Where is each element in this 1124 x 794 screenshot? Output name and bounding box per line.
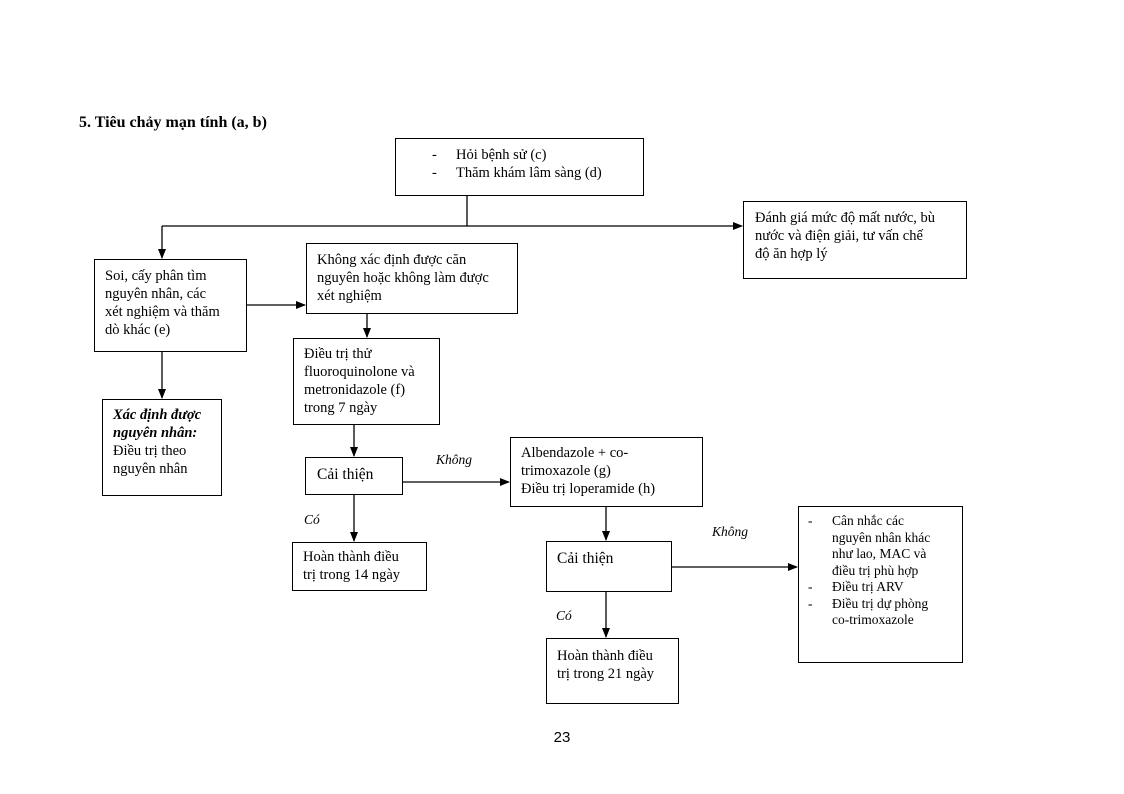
albendazole-line-1: Albendazole + co- <box>521 445 629 461</box>
bullet-dash: - <box>808 579 813 594</box>
improvement-2-label: Cải thiện <box>557 550 614 567</box>
other-3-line-1: Điều trị dự phòng <box>832 595 929 611</box>
complete-21-line-1: Hoàn thành điều <box>557 648 653 664</box>
trial-line-2: fluoroquinolone và <box>304 364 415 380</box>
tests-line-3: xét nghiệm và thăm <box>105 304 220 320</box>
unknown-line-3: xét nghiệm <box>317 288 382 304</box>
other-1-line-3: như lao, MAC và <box>832 546 927 561</box>
node-complete-14-days: Hoàn thành điều trị trong 14 ngày <box>292 542 427 591</box>
tests-line-4: dò khác (e) <box>105 322 171 338</box>
node-complete-21-days: Hoàn thành điều trị trong 21 ngày <box>546 638 679 704</box>
albendazole-line-2: trimoxazole (g) <box>521 463 611 479</box>
node-improvement-2: Cải thiện <box>546 541 672 592</box>
cause-found-title-2: nguyên nhân: <box>113 425 198 441</box>
unknown-line-2: nguyên hoặc không làm được <box>317 270 489 286</box>
tests-line-1: Soi, cấy phân tìm <box>105 268 207 284</box>
step-history: Hỏi bệnh sử (c) <box>456 147 547 163</box>
complete-21-line-2: trị trong 21 ngày <box>557 666 655 682</box>
albendazole-line-3: Điều trị loperamide (h) <box>521 481 656 497</box>
node-trial-therapy: Điều trị thử fluoroquinolone và metronid… <box>293 338 440 425</box>
step-exam: Thăm khám lâm sàng (d) <box>456 165 602 181</box>
rehydration-line-3: độ ăn hợp lý <box>755 246 828 262</box>
node-albendazole: Albendazole + co- trimoxazole (g) Điều t… <box>510 437 703 507</box>
bullet-dash: - <box>808 513 813 528</box>
bullet-dash: - <box>432 147 437 163</box>
complete-14-line-2: trị trong 14 ngày <box>303 567 401 583</box>
bullet-dash: - <box>808 595 813 611</box>
bullet-dash: - <box>432 165 437 181</box>
edge-label-yes-1: Có <box>304 512 320 527</box>
tests-line-2: nguyên nhân, các <box>105 286 207 302</box>
edge-label-yes-2: Có <box>556 608 572 623</box>
other-2-line-1: Điều trị ARV <box>832 579 904 594</box>
unknown-line-1: Không xác định được căn <box>317 252 467 268</box>
node-rehydration: Đánh giá mức độ mất nước, bù nước và điệ… <box>743 201 967 279</box>
trial-line-1: Điều trị thử <box>304 346 372 362</box>
edge-label-no-2: Không <box>712 524 749 539</box>
other-1-line-1: Cân nhắc các <box>832 513 904 528</box>
improvement-1-label: Cải thiện <box>317 466 374 483</box>
rehydration-line-1: Đánh giá mức độ mất nước, bù <box>755 210 936 226</box>
page-number: 23 <box>553 729 571 746</box>
node-improvement-1: Cải thiện <box>305 457 403 495</box>
node-stool-tests: Soi, cấy phân tìm nguyên nhân, các xét n… <box>94 259 247 352</box>
section-heading: 5. Tiêu chảy mạn tính (a, b) <box>79 114 267 131</box>
other-3-line-2: co-trimoxazole <box>832 612 914 627</box>
cause-found-body-1: Điều trị theo <box>113 443 187 459</box>
trial-line-4: trong 7 ngày <box>304 400 378 416</box>
node-cause-found: Xác định được nguyên nhân: Điều trị theo… <box>102 399 222 496</box>
cause-found-title-1: Xác định được <box>113 407 202 423</box>
node-unknown-cause: Không xác định được căn nguyên hoặc khôn… <box>306 243 518 314</box>
other-1-line-2: nguyên nhân khác <box>832 529 931 545</box>
other-1-line-4: điều trị phù hợp <box>832 562 919 578</box>
edge-label-no-1: Không <box>436 452 473 467</box>
cause-found-body-2: nguyên nhân <box>113 461 188 477</box>
node-other-causes: - Cân nhắc các nguyên nhân khác như lao,… <box>798 506 963 663</box>
rehydration-line-2: nước và điện giải, tư vấn chế <box>755 228 923 244</box>
node-history-exam: - Hỏi bệnh sử (c) - Thăm khám lâm sàng (d) <box>395 138 644 196</box>
trial-line-3: metronidazole (f) <box>304 382 406 398</box>
complete-14-line-1: Hoàn thành điều <box>303 549 399 565</box>
